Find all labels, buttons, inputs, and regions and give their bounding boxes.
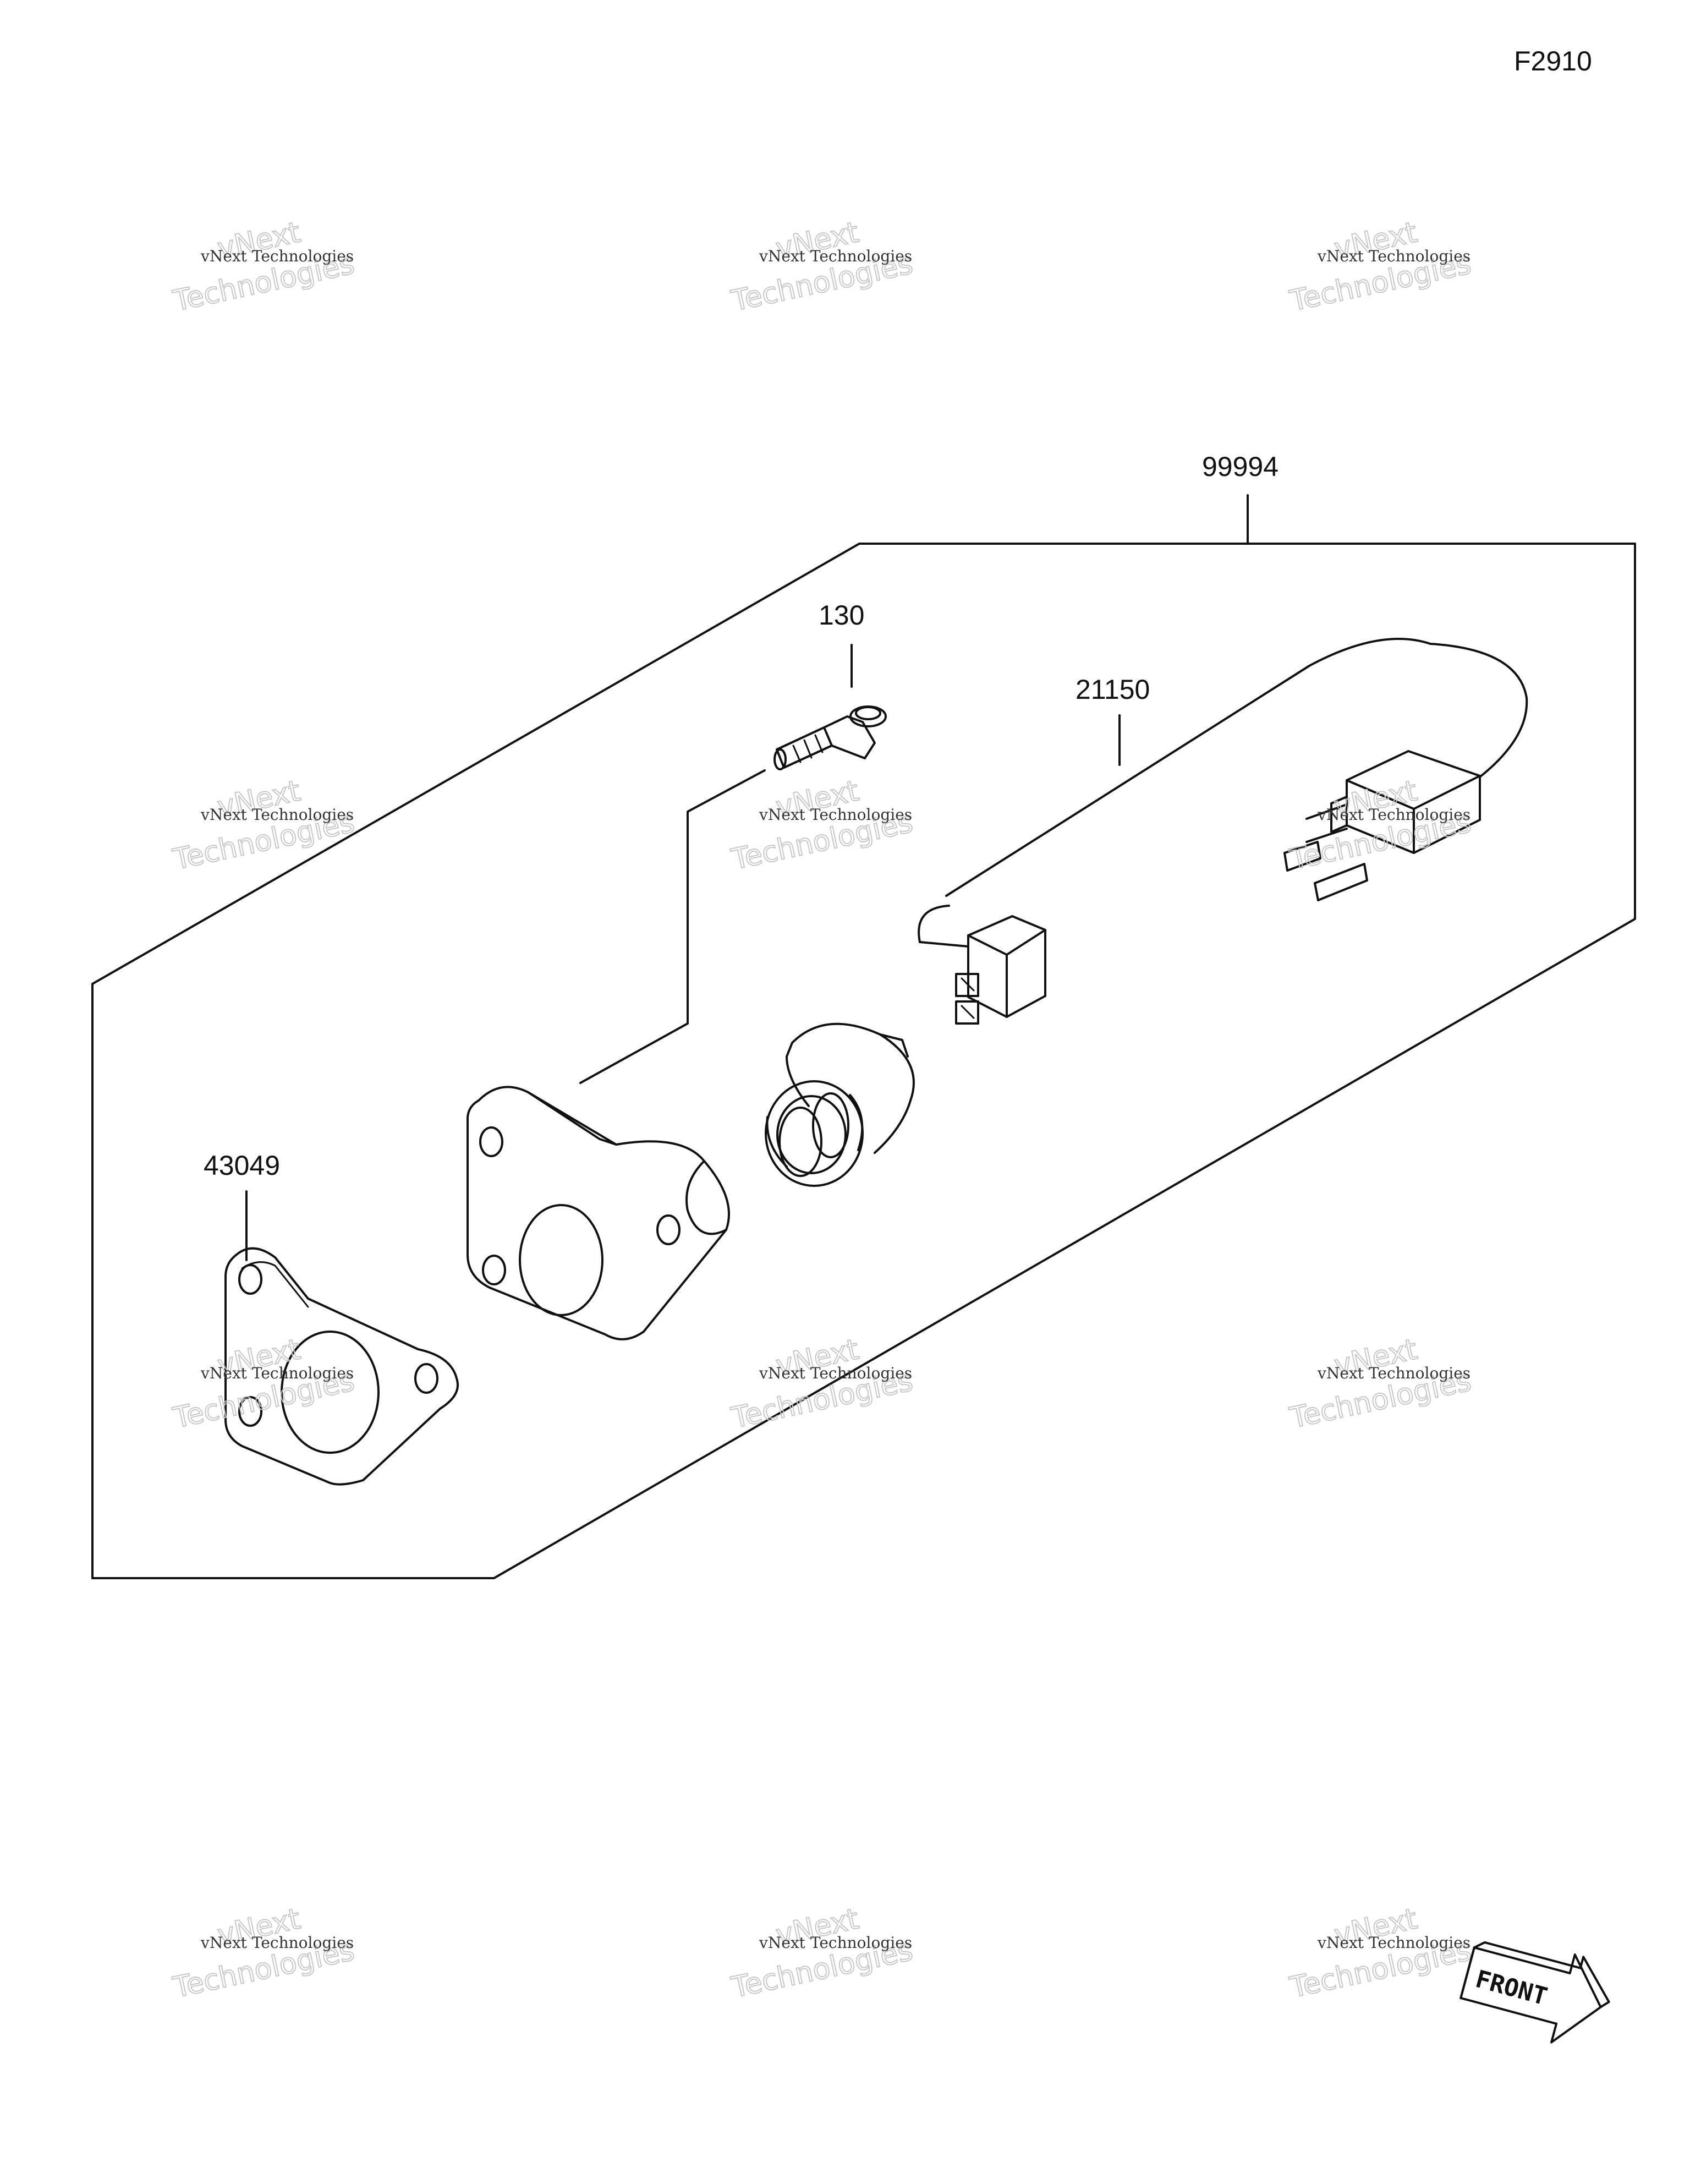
watermark-11: Technologies vNext vNext Technologies [728,1902,916,2005]
sensor-part [765,1022,915,1187]
figure-code: F2910 [1514,46,1592,76]
svg-text:vNext Technologies: vNext Technologies [200,1364,354,1382]
kit-boundary [91,543,1636,1579]
watermark-10: Technologies vNext vNext Technologies [169,1902,358,2005]
watermark-3: Technologies vNext vNext Technologies [1286,215,1474,318]
watermark-2: Technologies vNext vNext Technologies [728,215,916,318]
gasket-part [224,1247,459,1486]
svg-text:vNext Technologies: vNext Technologies [759,1364,912,1382]
svg-text:vNext Technologies: vNext Technologies [1317,1364,1470,1382]
front-direction-arrow: FRONT [1459,1941,1610,2044]
bolt-part [773,705,887,770]
watermark-12: Technologies vNext vNext Technologies [1286,1902,1474,2005]
callout-99994: 99994 [1202,451,1279,482]
watermark-6: Technologies vNext vNext Technologies [1286,774,1474,877]
watermark-7: Technologies vNext vNext Technologies [169,1332,358,1435]
svg-text:vNext Technologies: vNext Technologies [759,1934,912,1952]
callout-130: 130 [819,600,864,631]
svg-text:vNext Technologies: vNext Technologies [1317,247,1470,265]
svg-text:vNext Technologies: vNext Technologies [759,247,912,265]
watermark-4: Technologies vNext vNext Technologies [169,774,358,877]
callout-21150: 21150 [1076,674,1150,705]
watermark-8: Technologies vNext vNext Technologies [728,1332,916,1435]
callout-43049: 43049 [204,1150,280,1181]
svg-text:vNext Technologies: vNext Technologies [1317,806,1470,824]
watermark-5: Technologies vNext vNext Technologies [728,774,916,877]
svg-text:vNext Technologies: vNext Technologies [1317,1934,1470,1952]
watermark-9: Technologies vNext vNext Technologies [1286,1332,1474,1435]
svg-text:vNext Technologies: vNext Technologies [200,1934,354,1952]
svg-text:vNext Technologies: vNext Technologies [200,806,354,824]
svg-text:vNext Technologies: vNext Technologies [759,806,912,824]
harness-part [918,638,1528,1025]
housing-part [467,1086,730,1340]
svg-text:vNext Technologies: vNext Technologies [200,247,354,265]
bolt-centerline [579,769,766,1084]
watermark-1: Technologies vNext vNext Technologies [169,215,358,318]
